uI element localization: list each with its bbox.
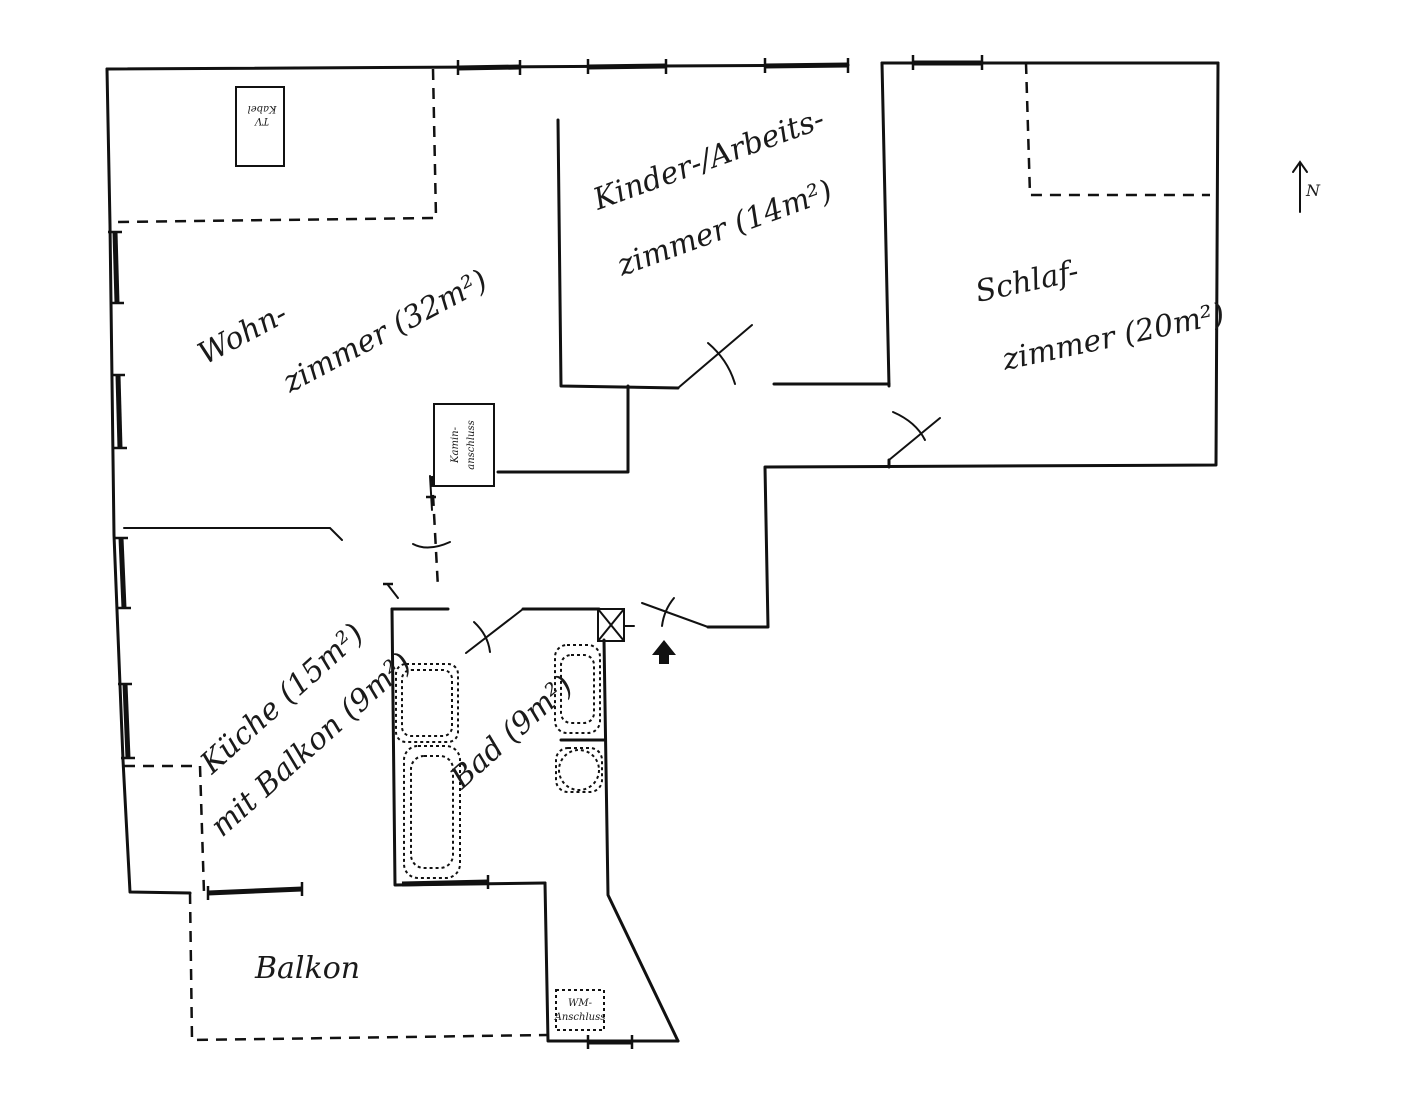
partitions bbox=[113, 62, 1210, 894]
kaminanschluss-line1: Kamin- bbox=[450, 426, 461, 464]
shaft-box bbox=[597, 608, 635, 642]
windows bbox=[108, 55, 984, 1049]
kaminanschluss-box: Kamin- anschluss bbox=[433, 403, 495, 487]
room-labels: Wohn- zimmer (32m²) Kinder-/Arbeits- zim… bbox=[192, 102, 1227, 986]
tv-cable-box: TV Kabel bbox=[235, 86, 285, 167]
wohnzimmer-label-2: zimmer (32m²) bbox=[276, 263, 493, 400]
tv-box-line1: TV bbox=[253, 115, 269, 126]
balkon-label: Balkon bbox=[254, 951, 360, 986]
toilet bbox=[558, 749, 600, 791]
walls bbox=[105, 61, 1220, 1043]
wm-anschluss-box: WM- Anschluss bbox=[554, 989, 606, 1031]
tv-box-line2: Kabel bbox=[248, 103, 278, 114]
bathtub bbox=[395, 663, 459, 743]
doors bbox=[383, 324, 941, 654]
bathroom-fixtures bbox=[395, 608, 635, 879]
wm-anschluss-line1: WM- bbox=[568, 998, 593, 1009]
wohnzimmer-label-1: Wohn- bbox=[192, 296, 293, 372]
entrance-arrow-icon bbox=[652, 640, 676, 664]
kaminanschluss-line2: anschluss bbox=[466, 420, 477, 469]
north-label: N bbox=[1305, 181, 1321, 200]
north-arrow-icon: N bbox=[1292, 160, 1321, 213]
shower bbox=[403, 745, 461, 879]
schlafzimmer-label-1: Schlaf- bbox=[972, 254, 1081, 310]
washbasin bbox=[554, 644, 601, 734]
wm-anschluss-line2: Anschluss bbox=[554, 1012, 606, 1023]
schlafzimmer-label-2: zimmer (20m²) bbox=[998, 297, 1227, 378]
